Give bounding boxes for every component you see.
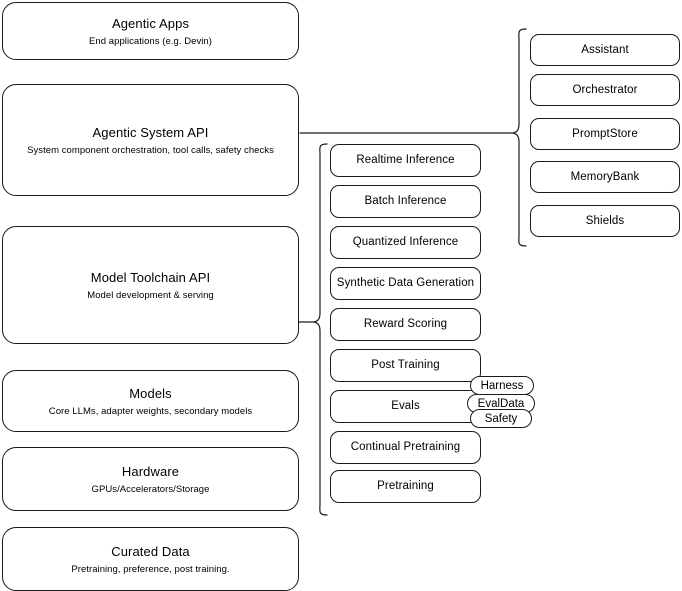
capability-title: Synthetic Data Generation <box>336 277 475 289</box>
capability-title: Realtime Inference <box>356 154 455 166</box>
layer-hardware[interactable]: Hardware GPUs/Accelerators/Storage <box>2 447 299 511</box>
system-component-title: Shields <box>585 214 625 227</box>
system-component-assistant[interactable]: Assistant <box>530 34 680 66</box>
middle-brace <box>313 143 328 516</box>
layer-subtitle: System component orchestration, tool cal… <box>27 144 274 156</box>
layer-title: Models <box>129 385 172 401</box>
layer-subtitle: Model development & serving <box>87 289 214 301</box>
capability-reward-scoring[interactable]: Reward Scoring <box>330 308 481 341</box>
evals-badge-safety[interactable]: Safety <box>470 409 532 428</box>
system-component-title: MemoryBank <box>570 170 640 183</box>
system-component-title: Orchestrator <box>572 83 638 96</box>
system-component-shields[interactable]: Shields <box>530 205 680 237</box>
layer-subtitle: GPUs/Accelerators/Storage <box>91 483 210 495</box>
capability-continual-pretraining[interactable]: Continual Pretraining <box>330 431 481 464</box>
evals-badge-label: Harness <box>480 379 524 392</box>
layer-models[interactable]: Models Core LLMs, adapter weights, secon… <box>2 370 299 432</box>
capability-realtime-inference[interactable]: Realtime Inference <box>330 144 481 177</box>
layer-title: Agentic Apps <box>111 15 190 31</box>
capability-title: Batch Inference <box>364 195 447 207</box>
capability-title: Post Training <box>371 359 440 371</box>
layer-title: Model Toolchain API <box>90 269 211 285</box>
system-component-title: Assistant <box>581 43 629 56</box>
layer-subtitle: Pretraining, preference, post training. <box>71 563 230 575</box>
capability-title: Pretraining <box>377 480 434 492</box>
capability-title: Continual Pretraining <box>350 441 461 453</box>
capability-synthetic-data-generation[interactable]: Synthetic Data Generation <box>330 267 481 300</box>
capability-batch-inference[interactable]: Batch Inference <box>330 185 481 218</box>
layer-title: Curated Data <box>111 543 190 559</box>
layer-model-toolchain-api[interactable]: Model Toolchain API Model development & … <box>2 226 299 344</box>
system-component-orchestrator[interactable]: Orchestrator <box>530 74 680 106</box>
system-component-title: PromptStore <box>572 127 638 140</box>
evals-badge-label: Safety <box>484 412 518 425</box>
layer-title: Agentic System API <box>92 124 209 140</box>
capability-post-training[interactable]: Post Training <box>330 349 481 382</box>
layer-curated-data[interactable]: Curated Data Pretraining, preference, po… <box>2 527 299 591</box>
layer-title: Hardware <box>121 463 180 479</box>
capability-title: Quantized Inference <box>352 236 459 248</box>
capability-evals[interactable]: Evals <box>330 390 481 423</box>
evals-badge-harness[interactable]: Harness <box>470 376 534 395</box>
system-component-memorybank[interactable]: MemoryBank <box>530 161 680 193</box>
capability-pretraining[interactable]: Pretraining <box>330 470 481 503</box>
right-brace <box>512 28 527 247</box>
layer-agentic-apps[interactable]: Agentic Apps End applications (e.g. Devi… <box>2 2 299 60</box>
capability-quantized-inference[interactable]: Quantized Inference <box>330 226 481 259</box>
capability-title: Evals <box>391 400 420 412</box>
layer-subtitle: End applications (e.g. Devin) <box>89 35 212 47</box>
layer-agentic-system-api[interactable]: Agentic System API System component orch… <box>2 84 299 196</box>
evals-badge-label: EvalData <box>477 397 525 410</box>
system-component-promptstore[interactable]: PromptStore <box>530 118 680 150</box>
capability-title: Reward Scoring <box>363 318 448 330</box>
layer-subtitle: Core LLMs, adapter weights, secondary mo… <box>48 405 253 417</box>
